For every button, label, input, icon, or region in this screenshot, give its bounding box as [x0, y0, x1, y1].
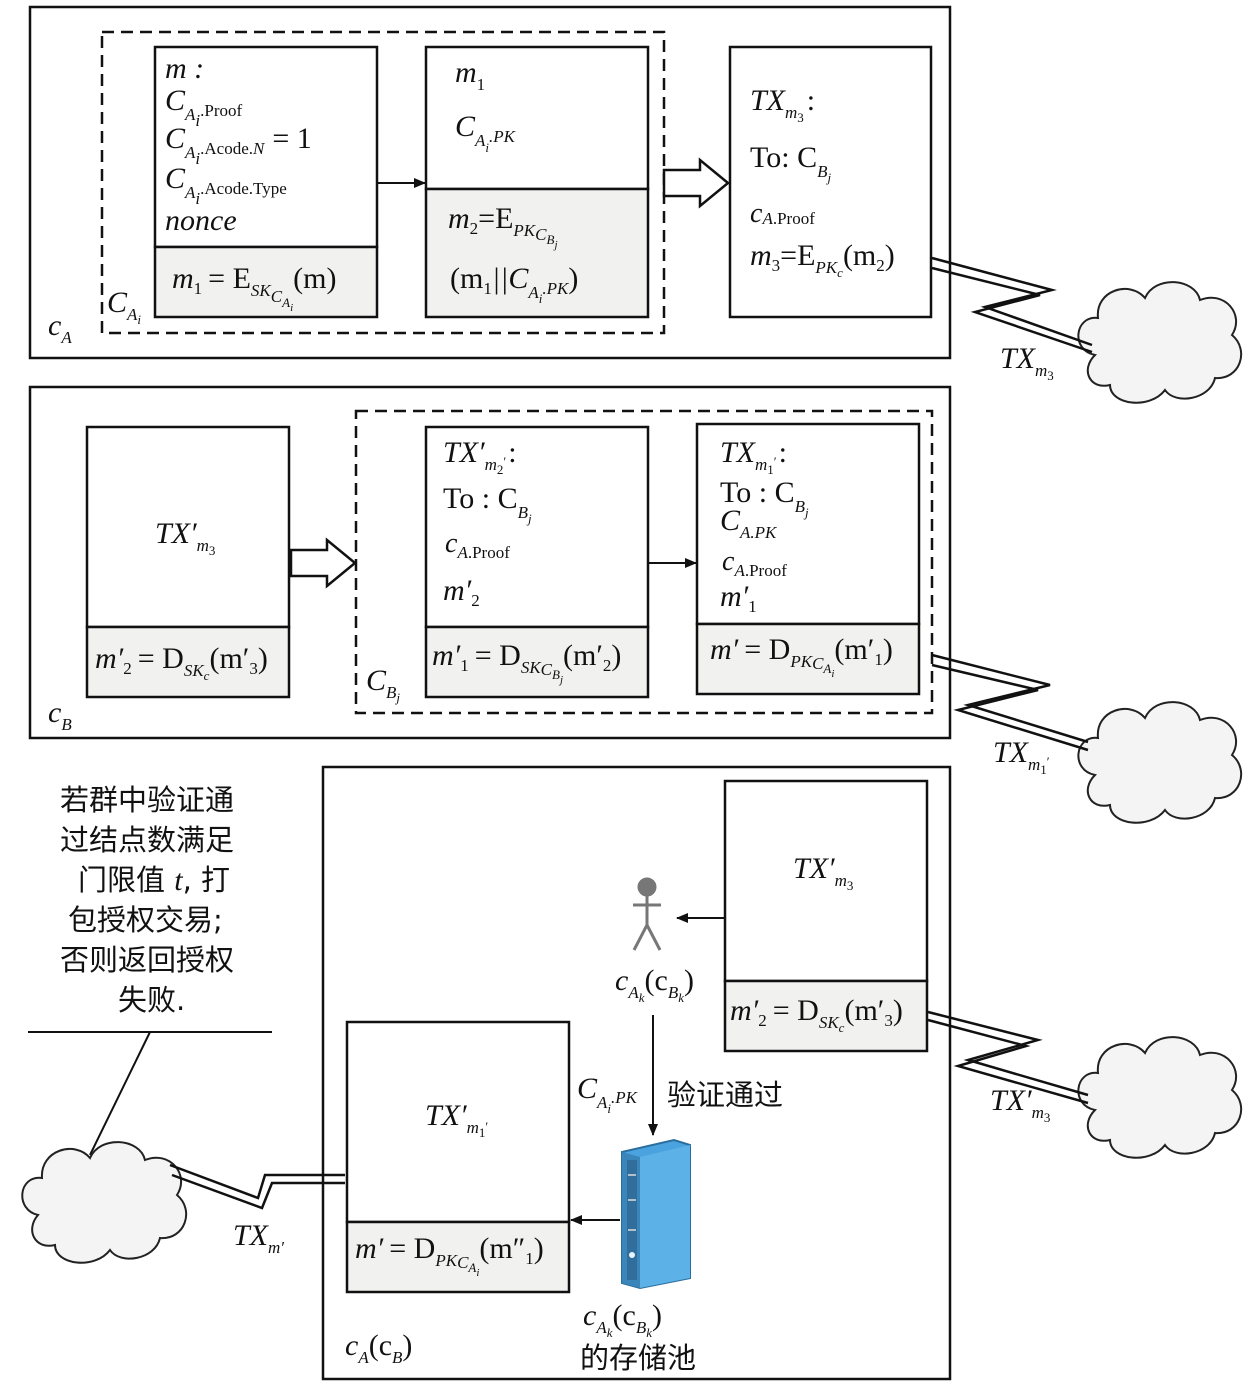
bottom-tx-box: TX′m3 m′2= DSKc(m′3)	[723, 779, 929, 1053]
link-label-tx-mp: TXm′	[233, 1219, 284, 1257]
bottom-package-box: TX′m1′ m′= DPKCAi(m″1)	[345, 1020, 571, 1294]
group-cbj-label: CBj	[366, 664, 400, 705]
storage-server-icon	[621, 1138, 691, 1290]
svg-text:TX′m1′: TX′m1′	[425, 1099, 488, 1140]
svg-text:TX′m3: TX′m3	[155, 517, 215, 558]
hollow-arrow-top	[662, 157, 730, 209]
svg-text:m1= ESKCAi(m): m1= ESKCAi(m)	[172, 262, 336, 314]
note-leader	[89, 1031, 151, 1156]
svg-text:To : CBj: To : CBj	[443, 482, 532, 526]
svg-text:CAi.PK: CAi.PK	[455, 110, 517, 155]
svg-text:m′= DPKCAi(m″1): m′= DPKCAi(m″1)	[355, 1232, 544, 1279]
link-bolt-1	[931, 256, 1093, 347]
top-box-1: m : CAi.Proof CAi.Acode.N= 1 CAi.Acode.T…	[153, 45, 379, 319]
svg-text:TXm1′:: TXm1′:	[720, 436, 787, 477]
hollow-arrow-middle	[289, 537, 357, 589]
svg-text:m :: m :	[165, 52, 204, 85]
verify-label: CAi.PK	[577, 1072, 639, 1116]
svg-text:m1: m1	[455, 56, 485, 94]
svg-text:m′2= DSKc(m′3): m′2= DSKc(m′3)	[95, 642, 268, 683]
svg-text:m′2: m′2	[443, 574, 480, 610]
svg-text:m′1= DSKCBj(m′2): m′1= DSKCBj(m′2)	[432, 639, 621, 686]
link-label-tx-m3: TXm3	[1000, 342, 1054, 383]
panel-top-corner-label: cA	[48, 309, 72, 347]
link-label-tx-m1p: TXm1′	[993, 736, 1050, 777]
verify-passed-text: 验证通过	[667, 1078, 783, 1112]
svg-text:否则返回授权: 否则返回授权	[60, 943, 234, 977]
svg-text:TX′m3: TX′m3	[793, 852, 853, 893]
svg-text:包授权交易;: 包授权交易;	[68, 903, 223, 937]
network-cloud-2-icon	[1077, 701, 1243, 824]
top-box-3: TXm3: To: CBj cA.Proof m3=EPKc(m2)	[728, 45, 933, 319]
svg-text:若群中验证通: 若群中验证通	[60, 783, 234, 817]
svg-text:TX′m2′:: TX′m2′:	[443, 436, 517, 477]
svg-text:(m1||CAi.PK): (m1||CAi.PK)	[450, 262, 578, 306]
svg-text:cA.Proof: cA.Proof	[750, 198, 815, 229]
link-bolt-2b	[931, 663, 1089, 752]
svg-text:CAi.Acode.Type: CAi.Acode.Type	[165, 162, 287, 208]
svg-text:门限值 t, 打: 门限值 t, 打	[78, 863, 230, 897]
mid-box-2: TX′m2′: To : CBj cA.Proof m′2 m′1= DSKCB…	[424, 425, 650, 699]
svg-text:m3=EPKc(m2): m3=EPKc(m2)	[750, 239, 895, 280]
link-bolt-2	[931, 653, 1089, 744]
top-box-2: m1 CAi.PK m2=EPKCBj (m1||CAi.PK)	[424, 45, 650, 319]
mid-box-1: TX′m3 m′2= DSKc(m′3)	[85, 425, 291, 699]
link-bolt-4	[169, 1163, 345, 1200]
svg-text:CAi.Proof: CAi.Proof	[165, 84, 243, 130]
svg-text:m2=EPKCBj: m2=EPKCBj	[448, 202, 558, 251]
link-bolt-3b	[927, 1018, 1089, 1105]
panel-bottom-corner-label: cA(cB)	[345, 1329, 412, 1367]
svg-text:To : CBj: To : CBj	[720, 476, 809, 520]
network-cloud-4-icon	[21, 1141, 188, 1264]
svg-text:m′= DPKCAi(m′1): m′= DPKCAi(m′1)	[710, 633, 893, 680]
link-bolt-4b	[171, 1173, 345, 1210]
link-label-txp-m3: TX′m3	[990, 1084, 1050, 1125]
svg-text:m′2= DSKc(m′3): m′2= DSKc(m′3)	[730, 994, 903, 1035]
network-cloud-3-icon	[1077, 1036, 1243, 1159]
panel-middle-corner-label: cB	[48, 696, 72, 734]
storage-pool-text: 的存储池	[580, 1341, 696, 1375]
threshold-note: 若群中验证通 过结点数满足 门限值 t, 打 包授权交易; 否则返回授权 失败.	[60, 783, 234, 1017]
svg-text:cA.Proof: cA.Proof	[722, 546, 787, 580]
svg-text:CAi.Acode.N= 1: CAi.Acode.N= 1	[165, 122, 312, 168]
user-label: cAk(cBk)	[615, 964, 694, 1005]
network-cloud-1-icon	[1077, 281, 1243, 404]
svg-text:过结点数满足: 过结点数满足	[60, 823, 234, 857]
svg-text:CA.PK: CA.PK	[720, 504, 778, 542]
svg-text:TXm3:: TXm3:	[750, 84, 815, 125]
svg-text:cA.Proof: cA.Proof	[445, 528, 510, 562]
link-bolt-1b	[931, 266, 1093, 354]
group-cbj-dashed	[354, 409, 934, 715]
svg-text:失败.: 失败.	[118, 983, 185, 1017]
svg-text:m′1: m′1	[720, 580, 757, 616]
group-cai-label: CAi	[107, 286, 141, 327]
user-person-icon	[632, 877, 662, 951]
svg-text:nonce: nonce	[165, 204, 237, 237]
storage-label: cAk(cBk)	[583, 1299, 662, 1340]
link-bolt-3	[927, 1010, 1089, 1097]
svg-text:To: CBj: To: CBj	[750, 141, 831, 185]
mid-box-3: TXm1′: To : CBj CA.PK cA.Proof m′1 m′= D…	[695, 422, 921, 696]
